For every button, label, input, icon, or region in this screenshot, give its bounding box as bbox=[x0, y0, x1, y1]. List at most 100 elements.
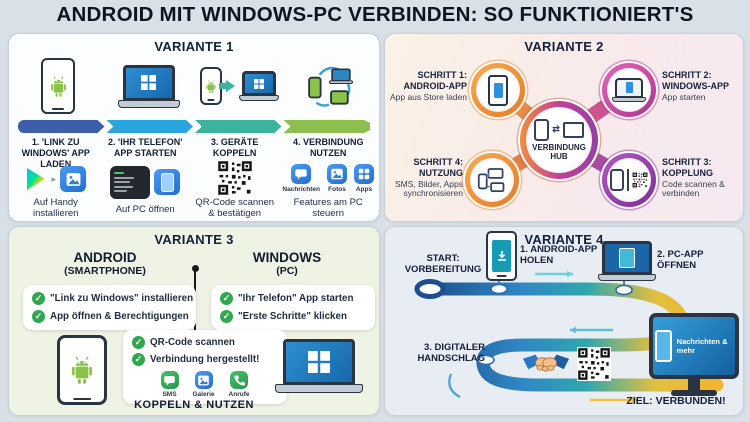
check-item: ✓ "Ihr Telefon" App starten bbox=[220, 292, 366, 305]
step2-node bbox=[615, 284, 633, 296]
app-label: Galerie bbox=[192, 391, 215, 398]
calls-icon bbox=[230, 371, 249, 389]
step-2-icons bbox=[110, 160, 181, 204]
step2-label: SCHRITT 2: WINDOWS-APP App starten bbox=[662, 70, 740, 102]
device-network-icon bbox=[285, 64, 376, 108]
app-icons-row: SMS Galerie Anrufe bbox=[132, 371, 278, 398]
android-phone-icon bbox=[57, 335, 107, 405]
check-icon: ✓ bbox=[220, 292, 233, 305]
windows-header: WINDOWS bbox=[252, 250, 322, 265]
grid-glyph-icon bbox=[357, 167, 371, 181]
windows-laptop-icon bbox=[275, 339, 363, 393]
step-1-icons: ▸ bbox=[25, 162, 86, 196]
step2-icon-wrap bbox=[607, 68, 651, 112]
check-icon: ✓ bbox=[32, 310, 45, 323]
timeline-segment-3 bbox=[195, 120, 282, 133]
chat-bubble-glyph bbox=[163, 374, 176, 387]
laptop-base bbox=[598, 274, 656, 281]
laptop-screen bbox=[615, 77, 643, 98]
app-label: Anrufe bbox=[228, 391, 250, 398]
windows-laptop-icon bbox=[104, 64, 195, 108]
android-header: ANDROID bbox=[73, 250, 137, 265]
android-checklist-card: ✓ "Link zu Windows" installieren ✓ App ö… bbox=[23, 285, 196, 330]
phone-handset-glyph bbox=[233, 374, 246, 387]
monitor-label: Nachrichten & mehr bbox=[676, 337, 728, 355]
check-item: ✓ "Erste Schritte" klicken bbox=[220, 310, 366, 323]
check-text: QR-Code scannen bbox=[150, 337, 235, 348]
step1-node bbox=[490, 283, 508, 295]
handshake-icon bbox=[523, 349, 569, 379]
phone-to-laptop-icon bbox=[194, 67, 285, 105]
android-app-icon bbox=[488, 74, 508, 106]
hub-sync-icon: ⇄ bbox=[534, 118, 584, 141]
download-icon bbox=[497, 250, 506, 261]
road-arrows bbox=[448, 270, 637, 404]
windows-logo-icon bbox=[308, 351, 330, 373]
photo-glyph-icon bbox=[330, 167, 344, 181]
qr-code-icon bbox=[577, 347, 611, 381]
step-3-column: 3. GERÄTE KOPPELN QR-Code scannen & best… bbox=[190, 137, 279, 219]
step1-icon-wrap bbox=[476, 68, 520, 112]
phone-glyph-icon bbox=[655, 330, 672, 362]
your-phone-app-icon bbox=[154, 169, 181, 195]
hub-label: VERBINDUNG HUB bbox=[532, 142, 586, 161]
laptop-frame bbox=[117, 64, 180, 108]
laptop-screen bbox=[283, 339, 355, 385]
step1-label: SCHRITT 1: ANDROID-APP App aus Store lad… bbox=[389, 70, 467, 102]
variante-1-steps: 1. 'LINK ZU WINDOWS' APP LADEN ▸ Auf H bbox=[11, 137, 377, 219]
check-icon: ✓ bbox=[132, 336, 145, 349]
chat-bubble-glyph bbox=[294, 167, 308, 181]
step2-title: SCHRITT 2: WINDOWS-APP bbox=[662, 70, 729, 91]
check-item: ✓ "Link zu Windows" installieren bbox=[32, 292, 193, 305]
step4-icon-wrap bbox=[470, 158, 514, 202]
phone-on-screen-icon bbox=[625, 82, 633, 94]
feature-label: Nachrichten bbox=[282, 185, 320, 193]
laptop-screen bbox=[241, 71, 276, 96]
monitor-icon: Nachrichten & mehr bbox=[649, 313, 739, 396]
messages-icon bbox=[291, 163, 312, 184]
qr-code-icon bbox=[217, 160, 253, 196]
android-column-header: ANDROID (SMARTPHONE) bbox=[25, 250, 185, 277]
step3-icon-wrap bbox=[607, 158, 651, 202]
photos-icon bbox=[326, 163, 347, 184]
start-menu-icon bbox=[110, 165, 151, 199]
step-4-title: 4. VERBINDUNG NUTZEN bbox=[292, 137, 364, 158]
panel-variante-4: VARIANTE 4 bbox=[384, 226, 744, 416]
android-phone-icon bbox=[13, 58, 104, 114]
laptop-outline-icon bbox=[562, 121, 584, 138]
check-text: "Link zu Windows" installieren bbox=[50, 293, 194, 304]
feature-fotos: Fotos bbox=[326, 163, 347, 193]
app-window-icon bbox=[619, 248, 635, 268]
step-1-column: 1. 'LINK ZU WINDOWS' APP LADEN ▸ Auf H bbox=[11, 137, 100, 219]
check-text: App öffnen & Berechtigungen bbox=[50, 311, 189, 322]
timeline-bar bbox=[18, 120, 370, 133]
step-2-title: 2. 'IHR TELEFON' APP STARTEN bbox=[108, 137, 183, 158]
step3-title: SCHRITT 3: KOPPLUNG bbox=[662, 157, 714, 178]
panel-variante-3: VARIANTE 3 ANDROID (SMARTPHONE) WINDOWS … bbox=[8, 226, 380, 416]
windows-logo-icon bbox=[254, 79, 264, 89]
windows-column-header: WINDOWS (PC) bbox=[207, 250, 367, 277]
step-2-caption: Auf PC öffnen bbox=[115, 204, 175, 215]
galerie-app: Galerie bbox=[193, 371, 215, 398]
step3-label: SCHRITT 3: KOPPLUNG Code scannen & verbi… bbox=[662, 157, 742, 199]
step1-label: 1. ANDROID-APP HOLEN bbox=[520, 244, 598, 267]
check-text: "Erste Schritte" klicken bbox=[238, 311, 347, 322]
laptop-base bbox=[117, 99, 180, 108]
sms-app: SMS bbox=[160, 371, 179, 398]
variante-3-title: VARIANTE 3 bbox=[154, 232, 234, 247]
windows-checklist-card: ✓ "Ihr Telefon" App starten ✓ "Erste Sch… bbox=[211, 285, 375, 330]
monitor-foot bbox=[671, 390, 717, 396]
hub-inner: ⇄ VERBINDUNG HUB bbox=[526, 107, 592, 173]
pairing-icon bbox=[610, 169, 648, 191]
laptop-base bbox=[612, 96, 646, 103]
android-robot-icon bbox=[205, 79, 217, 94]
variante-2-title: VARIANTE 2 bbox=[524, 39, 604, 54]
feature-nachrichten: Nachrichten bbox=[282, 163, 320, 193]
step4-title: SCHRITT 4: NUTZUNG bbox=[413, 157, 464, 178]
step-1-caption: Auf Handy installieren bbox=[33, 196, 79, 219]
transfer-arrow-icon bbox=[218, 80, 235, 92]
goal-label: ZIEL: VERBUNDEN! bbox=[626, 395, 726, 407]
sms-icon bbox=[160, 371, 179, 389]
phone-screen bbox=[492, 240, 511, 272]
app-label: SMS bbox=[162, 391, 177, 398]
